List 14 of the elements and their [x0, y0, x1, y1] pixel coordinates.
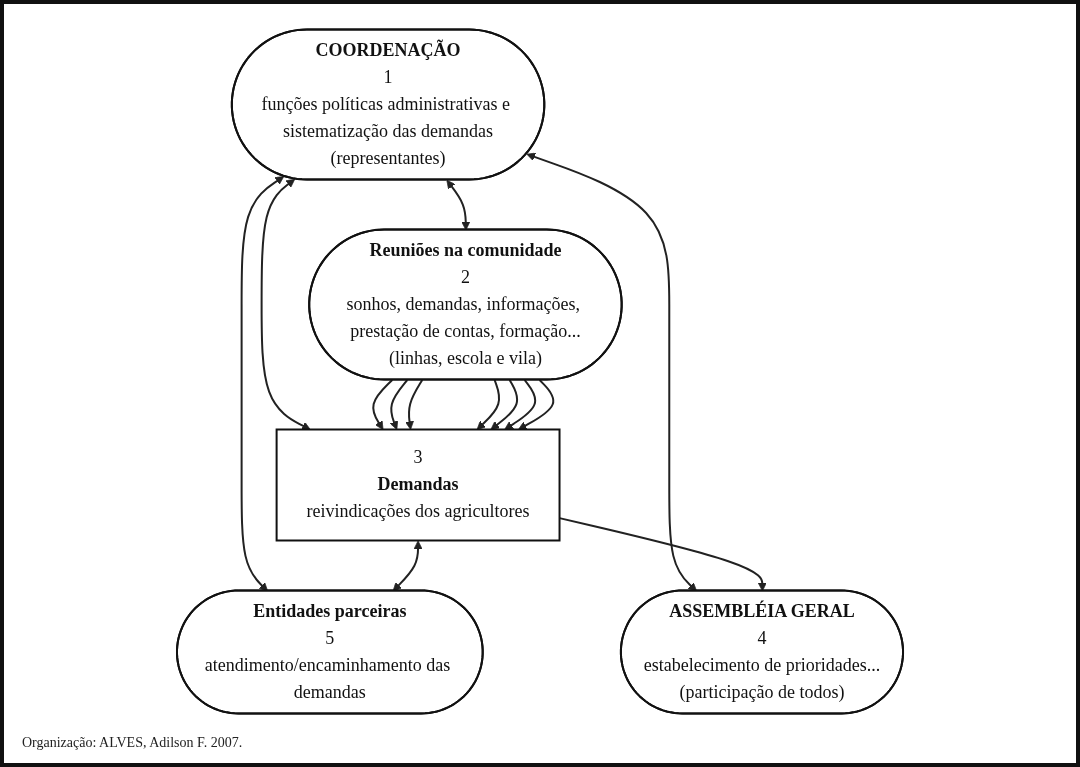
- arrow: [260, 178, 311, 430]
- arrow: [518, 379, 555, 430]
- arrow: [392, 540, 423, 592]
- caption: Organização: ALVES, Adilson F. 2007.: [22, 735, 244, 751]
- arrow: [526, 152, 697, 592]
- arrow: [389, 379, 409, 430]
- arrow: [372, 379, 394, 430]
- arrow: [446, 179, 471, 231]
- arrow: [490, 379, 519, 430]
- arrow: [405, 379, 424, 430]
- arrow: [240, 176, 285, 592]
- node-box: 3 Demandas reivindicações dos agricultores: [275, 428, 561, 542]
- arrow: [504, 379, 537, 430]
- arrow: [476, 379, 501, 430]
